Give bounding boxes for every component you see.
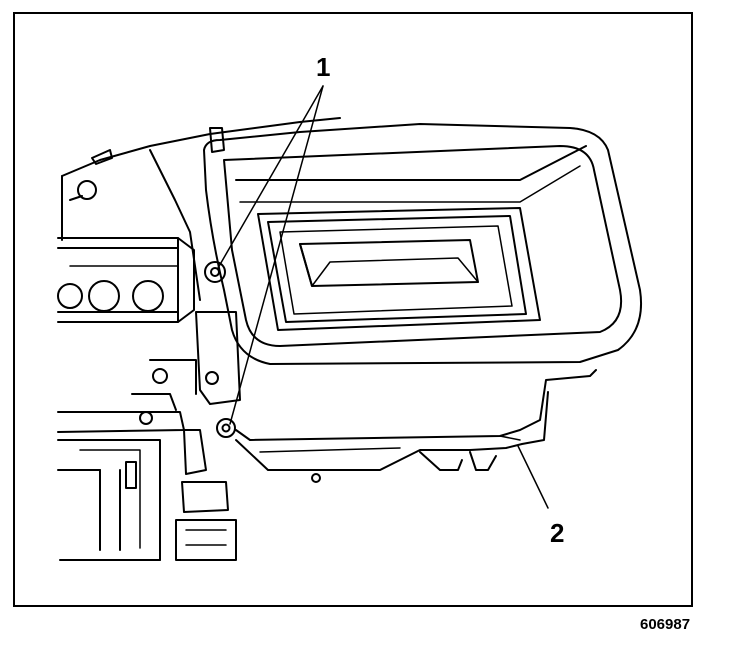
figure-id: 606987 xyxy=(640,616,691,633)
callout-2: 2 xyxy=(550,518,565,548)
leader-line-2 xyxy=(517,445,549,509)
instrument-panel-outline xyxy=(61,117,341,301)
callout-leaders xyxy=(217,85,549,509)
lower-left-assembly xyxy=(57,359,237,561)
lower-cover xyxy=(235,369,597,483)
leader-line-1a xyxy=(217,85,324,269)
callout-1: 1 xyxy=(316,52,331,82)
mounting-bracket xyxy=(139,261,241,438)
inlet-opening xyxy=(257,207,541,331)
figure-frame xyxy=(13,12,693,607)
module-case xyxy=(203,123,642,365)
leader-line-1b xyxy=(229,85,324,425)
vent-housing xyxy=(57,237,195,323)
